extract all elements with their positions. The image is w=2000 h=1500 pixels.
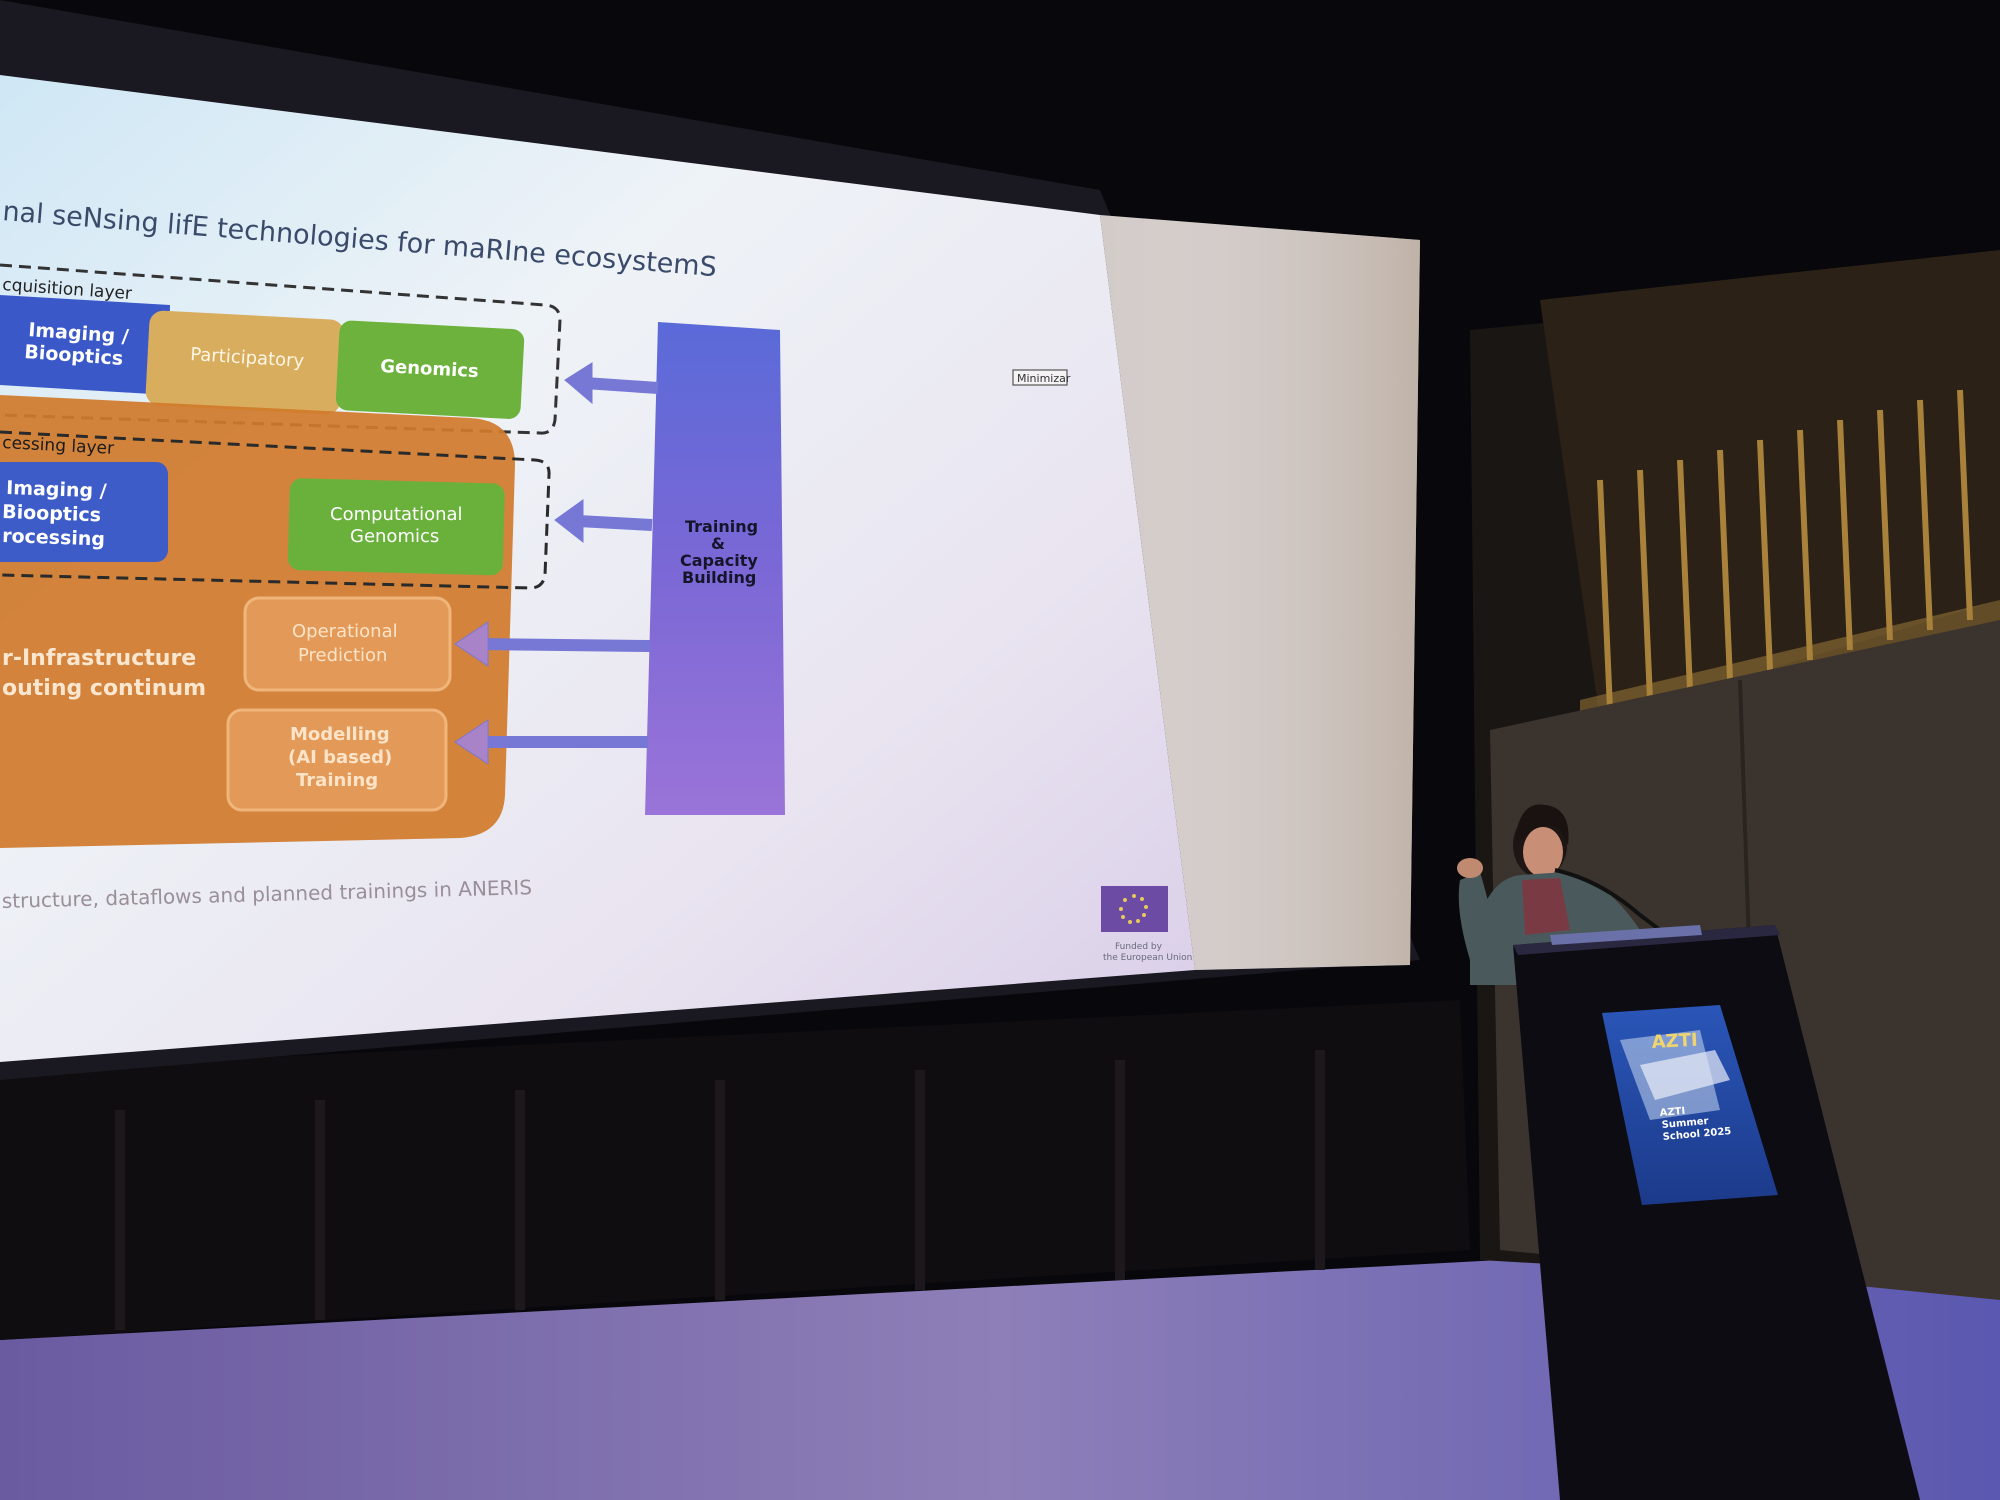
- modelling-line2: (AI based): [288, 747, 392, 768]
- eu-funded-line2: the European Union: [1103, 953, 1192, 963]
- operational-line1: Operational: [292, 621, 398, 642]
- modelling-box: [226, 708, 448, 812]
- computational-line1: Computational: [330, 504, 463, 525]
- skirt-folds: [115, 1050, 1325, 1330]
- training-line2: &: [711, 534, 725, 553]
- modelling-line1: Modelling: [290, 724, 390, 745]
- eu-flag-logo: [1101, 886, 1168, 932]
- computational-line2: Genomics: [350, 526, 439, 547]
- eu-funded-line1: Funded by: [1115, 942, 1163, 952]
- imaging-processing-line3: rocessing: [2, 525, 106, 551]
- stage-skirt: [0, 1000, 1470, 1340]
- computational-genomics-box: [287, 478, 505, 576]
- imaging-processing-box: [0, 462, 168, 562]
- imaging-biooptics-box: [0, 295, 170, 395]
- minimize-button-label: Minimizar: [1017, 372, 1071, 385]
- minimize-button[interactable]: [1012, 369, 1068, 386]
- training-line3: Capacity: [680, 551, 758, 570]
- acquisition-layer-frame: [0, 263, 562, 435]
- operational-prediction-box: [243, 596, 452, 692]
- microphone: [1554, 868, 1662, 932]
- poster-line2: Summer: [1661, 1116, 1709, 1131]
- participatory-box: [145, 310, 345, 415]
- training-line1: Training: [685, 517, 758, 536]
- lectern-poster: [1602, 1005, 1778, 1205]
- genomics-box-label: Genomics: [380, 356, 479, 382]
- operational-line2: Prediction: [298, 645, 387, 666]
- imaging-processing-line2: Biooptics: [2, 501, 102, 526]
- stage-floor: [0, 1260, 2000, 1500]
- modelling-line3: Training: [296, 770, 378, 791]
- imaging-processing-line1: Imaging /: [6, 477, 107, 502]
- genomics-box: [335, 320, 525, 419]
- training-capacity-bar: [645, 322, 785, 815]
- poster-logo: AZTI: [1651, 1030, 1698, 1053]
- arrows: [454, 362, 659, 765]
- training-line4: Building: [682, 568, 756, 587]
- infrastructure-line2: outing continum: [2, 676, 206, 701]
- poster-line1: AZTI: [1659, 1106, 1685, 1119]
- infrastructure-line1: r-Infrastructure: [2, 646, 196, 671]
- processing-layer-frame: [0, 430, 551, 590]
